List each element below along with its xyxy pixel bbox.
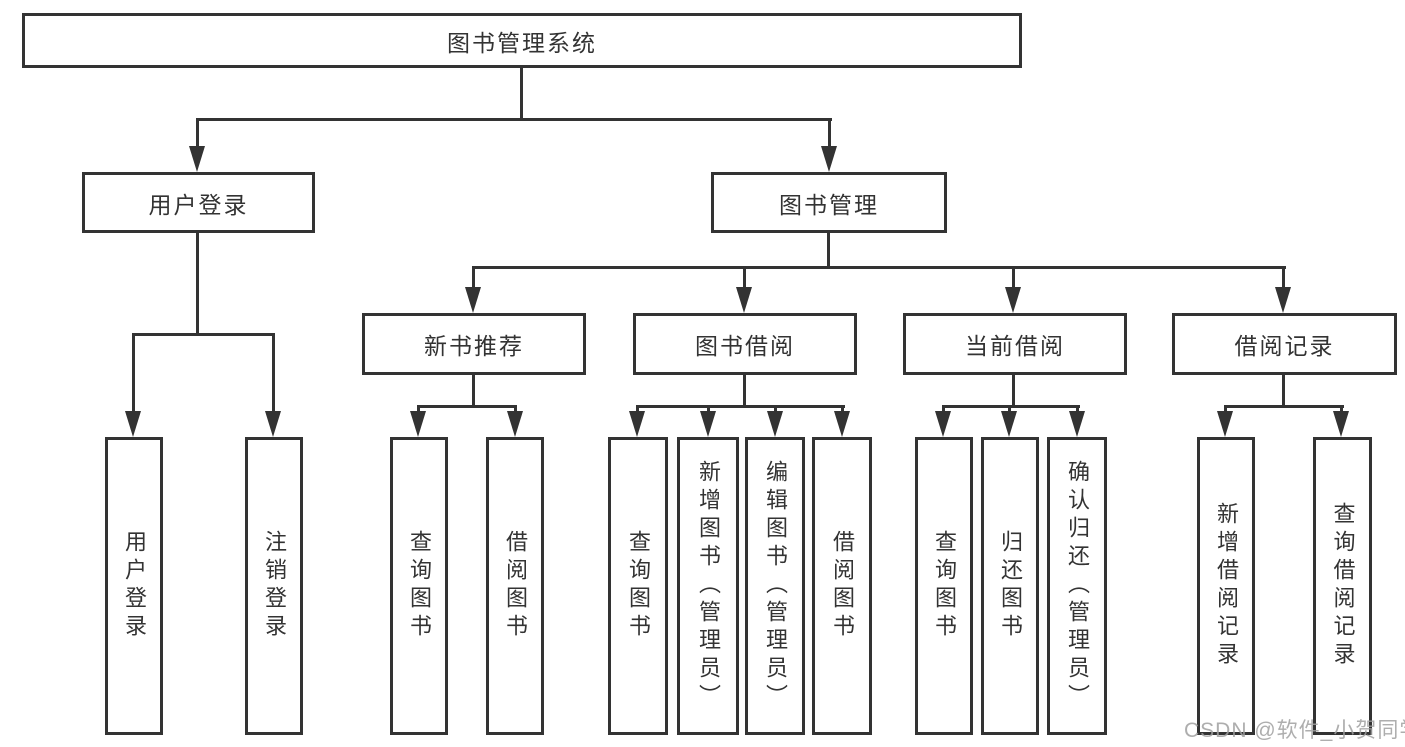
connector-line	[132, 333, 275, 336]
connector-line	[417, 405, 420, 413]
connector-line	[1340, 405, 1343, 413]
node-library-management-system: 图书管理系统	[22, 13, 1022, 68]
arrow-down-icon	[507, 411, 523, 437]
connector-line	[417, 405, 517, 408]
leaf-borrow-add-book-admin: 新增图书（管理员）	[677, 437, 739, 735]
connector-line	[132, 333, 135, 413]
leaf-logout: 注销登录	[245, 437, 303, 735]
leaf-borrow-edit-book-admin: 编辑图书（管理员）	[745, 437, 805, 735]
connector-line	[1282, 266, 1285, 290]
connector-line	[707, 405, 710, 413]
arrow-down-icon	[1217, 411, 1233, 437]
connector-line	[472, 266, 1286, 269]
connector-line	[196, 118, 199, 150]
arrow-down-icon	[700, 411, 716, 437]
arrow-down-icon	[935, 411, 951, 437]
leaf-current-query-book: 查询图书	[915, 437, 973, 735]
arrow-down-icon	[629, 411, 645, 437]
csdn-watermark: CSDN @软件_小贺同学	[1184, 719, 1405, 742]
connector-line	[196, 233, 199, 336]
connector-line	[272, 333, 275, 413]
connector-line	[636, 405, 639, 413]
leaf-current-return-book: 归还图书	[981, 437, 1039, 735]
arrow-down-icon	[189, 146, 205, 172]
connector-line	[1008, 405, 1011, 413]
connector-line	[1282, 375, 1285, 408]
connector-line	[196, 118, 832, 121]
arrow-down-icon	[1333, 411, 1349, 437]
connector-line	[743, 266, 746, 290]
node-borrow-records: 借阅记录	[1172, 313, 1397, 375]
connector-line	[942, 405, 945, 413]
connector-line	[743, 375, 746, 408]
node-book-borrow: 图书借阅	[633, 313, 857, 375]
leaf-records-add-borrow-record: 新增借阅记录	[1197, 437, 1255, 735]
leaf-borrow-query-book: 查询图书	[608, 437, 668, 735]
leaf-records-query-borrow-record: 查询借阅记录	[1313, 437, 1372, 735]
arrow-down-icon	[767, 411, 783, 437]
connector-line	[841, 405, 844, 413]
node-user-login: 用户登录	[82, 172, 315, 233]
arrow-down-icon	[1069, 411, 1085, 437]
arrow-down-icon	[1005, 287, 1021, 313]
arrow-down-icon	[736, 287, 752, 313]
leaf-recommend-borrow-book: 借阅图书	[486, 437, 544, 735]
connector-line	[1012, 375, 1015, 408]
connector-line	[1224, 405, 1344, 408]
connector-line	[472, 375, 475, 408]
arrow-down-icon	[125, 411, 141, 437]
arrow-down-icon	[410, 411, 426, 437]
leaf-current-confirm-return-admin: 确认归还（管理员）	[1047, 437, 1107, 735]
connector-line	[636, 405, 845, 408]
connector-line	[828, 118, 831, 150]
connector-line	[514, 405, 517, 413]
node-new-book-recommend: 新书推荐	[362, 313, 586, 375]
leaf-borrow-borrow-book: 借阅图书	[812, 437, 872, 735]
connector-line	[520, 68, 523, 120]
arrow-down-icon	[1001, 411, 1017, 437]
arrow-down-icon	[834, 411, 850, 437]
leaf-user-login: 用户登录	[105, 437, 163, 735]
connector-line	[1012, 266, 1015, 290]
node-current-borrow: 当前借阅	[903, 313, 1127, 375]
connector-line	[1224, 405, 1227, 413]
leaf-recommend-query-book: 查询图书	[390, 437, 448, 735]
connector-line	[774, 405, 777, 413]
connector-line	[827, 233, 830, 269]
connector-line	[942, 405, 1080, 408]
node-book-management: 图书管理	[711, 172, 947, 233]
arrow-down-icon	[821, 146, 837, 172]
arrow-down-icon	[465, 287, 481, 313]
connector-line	[472, 266, 475, 290]
arrow-down-icon	[1275, 287, 1291, 313]
connector-line	[1076, 405, 1079, 413]
arrow-down-icon	[265, 411, 281, 437]
